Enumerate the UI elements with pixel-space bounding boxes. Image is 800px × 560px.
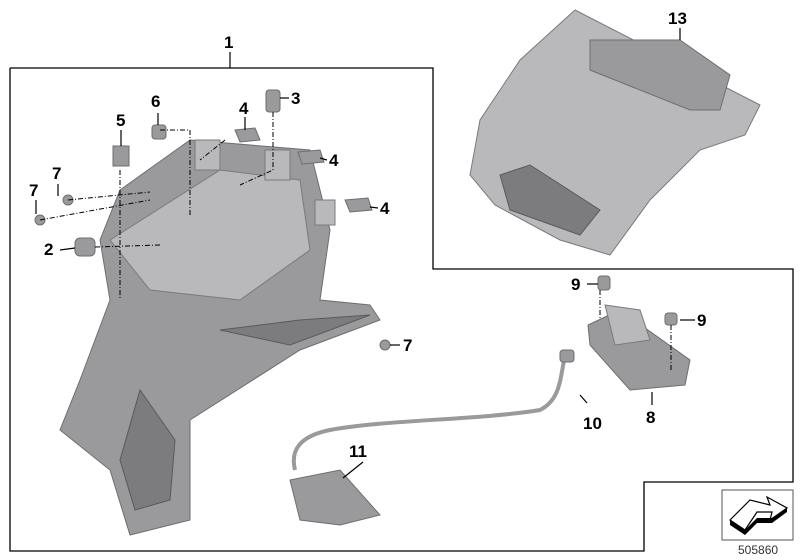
- callout-7[interactable]: 7: [403, 336, 413, 355]
- callout-13[interactable]: 13: [668, 9, 687, 28]
- part-6-bush[interactable]: [151, 124, 167, 140]
- part-13-cover[interactable]: [469, 9, 761, 256]
- callout-8[interactable]: 8: [646, 408, 656, 427]
- callout-4[interactable]: 4: [239, 99, 249, 118]
- callout-5[interactable]: 5: [116, 111, 126, 130]
- part-11-cable[interactable]: [289, 349, 575, 526]
- callout-1[interactable]: 1: [224, 33, 234, 52]
- callout-2[interactable]: 2: [44, 240, 54, 259]
- callout-4[interactable]: 4: [380, 199, 390, 218]
- callout-10[interactable]: 10: [583, 414, 602, 433]
- document-number: 505860: [738, 543, 779, 557]
- part-1-number-plate-carrier[interactable]: [59, 139, 381, 536]
- callout-11[interactable]: 11: [349, 442, 367, 461]
- part-9-screw[interactable]: [597, 275, 611, 291]
- part-3-screw[interactable]: [265, 89, 281, 113]
- callout-3[interactable]: 3: [291, 89, 301, 108]
- part-4-clip[interactable]: [234, 127, 261, 143]
- part-4-clip[interactable]: [344, 197, 373, 213]
- callout-7[interactable]: 7: [52, 164, 62, 183]
- part-8-bracket[interactable]: [587, 304, 691, 391]
- assembly-frame: [9, 67, 794, 552]
- callout-9[interactable]: 9: [697, 311, 707, 330]
- callout-6[interactable]: 6: [151, 92, 161, 111]
- part-5-nut[interactable]: [112, 145, 130, 167]
- callout-9[interactable]: 9: [571, 275, 581, 294]
- part-9-screw[interactable]: [664, 312, 678, 326]
- callout-7[interactable]: 7: [29, 181, 39, 200]
- arrow-next-icon[interactable]: [721, 489, 794, 541]
- callout-4[interactable]: 4: [329, 151, 339, 170]
- part-2-grommet[interactable]: [74, 237, 96, 257]
- part-4-clip[interactable]: [297, 149, 325, 165]
- part-7-screw[interactable]: [379, 339, 391, 351]
